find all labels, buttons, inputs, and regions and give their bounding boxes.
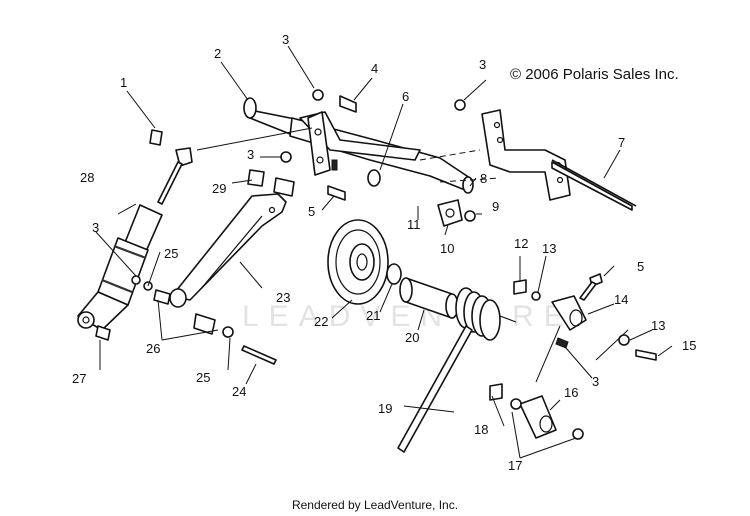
- callout-4: 4: [371, 61, 378, 76]
- axle-hardware: [280, 89, 466, 201]
- callout-22: 22: [314, 314, 328, 329]
- callout-27: 27: [72, 371, 86, 386]
- callout-6: 6: [402, 89, 409, 104]
- callout-9: 9: [492, 199, 499, 214]
- callout-3a: 3: [282, 32, 289, 47]
- callout-25b: 25: [196, 370, 210, 385]
- callout-28: 28: [80, 170, 94, 185]
- copyright-notice: © 2006 Polaris Sales Inc.: [510, 66, 679, 83]
- callout-5a: 5: [308, 204, 315, 219]
- callout-numbers: 1 2 3 3 3 3 3 4 5 5 6 7 8 9 10 11 12 13 …: [72, 32, 696, 473]
- callout-13b: 13: [651, 318, 665, 333]
- adjuster-blocks: [437, 199, 657, 440]
- callout-17: 17: [508, 458, 522, 473]
- lower-arm: [95, 169, 295, 365]
- shock-absorber: [77, 129, 193, 331]
- callout-15: 15: [682, 338, 696, 353]
- callout-2: 2: [214, 46, 221, 61]
- callout-26: 26: [146, 341, 160, 356]
- idler-wheel: [327, 219, 402, 305]
- spring-assembly: [397, 277, 517, 453]
- callout-18: 18: [474, 422, 488, 437]
- watermark: LEADVENTURE: [242, 300, 574, 333]
- callout-1: 1: [120, 75, 127, 90]
- callout-10: 10: [440, 241, 454, 256]
- callout-3c: 3: [247, 147, 254, 162]
- callout-25a: 25: [164, 246, 178, 261]
- callout-14: 14: [614, 292, 628, 307]
- rear-bracket: [481, 109, 633, 211]
- callout-19: 19: [378, 401, 392, 416]
- callout-13a: 13: [542, 241, 556, 256]
- callout-21: 21: [366, 308, 380, 323]
- callout-23: 23: [276, 290, 290, 305]
- rod: [551, 159, 637, 207]
- callout-29: 29: [212, 181, 226, 196]
- torque-arm-axle: [196, 97, 501, 194]
- callout-7: 7: [618, 135, 625, 150]
- callout-12: 12: [514, 236, 528, 251]
- callout-16: 16: [564, 385, 578, 400]
- callout-3d: 3: [92, 220, 99, 235]
- callout-3b: 3: [479, 57, 486, 72]
- callout-3e: 3: [592, 374, 599, 389]
- callout-24: 24: [232, 384, 246, 399]
- callout-11: 11: [407, 217, 421, 232]
- callout-5b: 5: [637, 259, 644, 274]
- callout-20: 20: [405, 330, 419, 345]
- footer-credit: Rendered by LeadVenture, Inc.: [291, 498, 459, 512]
- leader-lines: [95, 45, 673, 459]
- callout-8: 8: [480, 171, 487, 186]
